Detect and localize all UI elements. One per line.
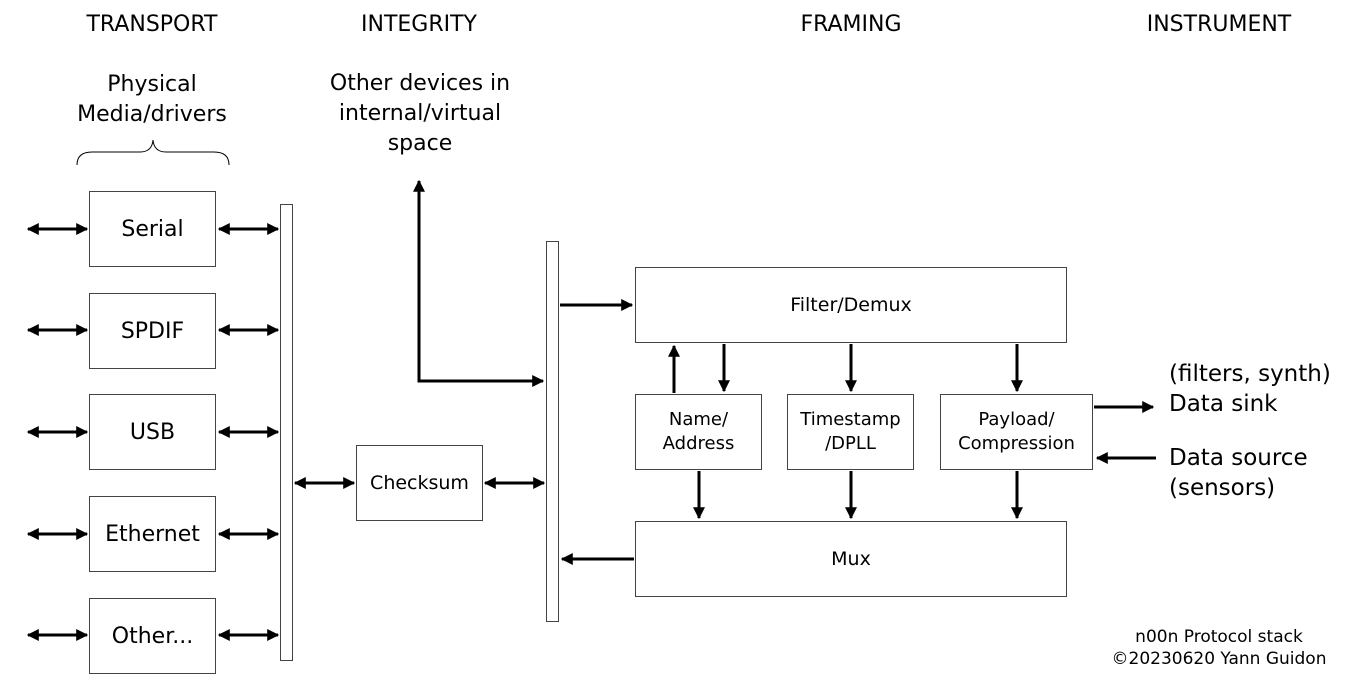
physical-media-line1: Physical <box>107 72 197 97</box>
data-source-label: Data source (sensors) <box>1169 443 1308 503</box>
column-instrument: INSTRUMENT <box>1146 12 1292 37</box>
payload-line1: Payload/ <box>978 409 1055 430</box>
other-devices-line1: Other devices in <box>329 71 511 96</box>
payload-line2: Compression <box>958 433 1075 454</box>
data-sink-label: (filters, synth) Data sink <box>1169 359 1331 419</box>
checksum-box: Checksum <box>356 445 483 521</box>
data-source-line2: (sensors) <box>1169 475 1276 501</box>
physical-media-label: Physical Media/drivers <box>52 70 252 130</box>
spdif-box: SPDIF <box>89 293 216 369</box>
data-sink-line1: (filters, synth) <box>1169 361 1331 387</box>
integrity-bus <box>546 241 559 622</box>
column-integrity: INTEGRITY <box>361 12 477 37</box>
usb-box: USB <box>89 394 216 470</box>
other-devices-line3: space <box>387 131 453 156</box>
name-address-box: Name/ Address <box>635 394 762 470</box>
timestamp-box: Timestamp /DPLL <box>787 394 914 470</box>
other-devices-label: Other devices in internal/virtual space <box>300 69 540 159</box>
serial-box: Serial <box>89 191 216 267</box>
physical-media-line2: Media/drivers <box>77 102 227 127</box>
transport-bus <box>280 204 293 661</box>
timestamp-line1: Timestamp <box>800 409 901 430</box>
name-address-line2: Address <box>662 433 735 454</box>
credit-line1: n00n Protocol stack <box>1135 627 1303 647</box>
data-source-line1: Data source <box>1169 445 1308 471</box>
column-framing: FRAMING <box>800 12 902 37</box>
ethernet-box: Ethernet <box>89 496 216 572</box>
name-address-line1: Name/ <box>668 409 729 430</box>
credit: n00n Protocol stack ©20230620 Yann Guido… <box>1092 626 1346 670</box>
media-brace <box>76 139 230 166</box>
other-devices-line2: internal/virtual <box>338 101 502 126</box>
other-box: Other... <box>89 598 216 674</box>
timestamp-line2: /DPLL <box>825 433 876 454</box>
data-sink-line2: Data sink <box>1169 391 1278 417</box>
column-transport: TRANSPORT <box>86 12 218 37</box>
mux-box: Mux <box>635 521 1067 597</box>
other-devices-arrow <box>413 179 545 387</box>
credit-line2: ©20230620 Yann Guidon <box>1111 649 1327 669</box>
payload-box: Payload/ Compression <box>940 394 1093 470</box>
filter-demux-box: Filter/Demux <box>635 267 1067 343</box>
